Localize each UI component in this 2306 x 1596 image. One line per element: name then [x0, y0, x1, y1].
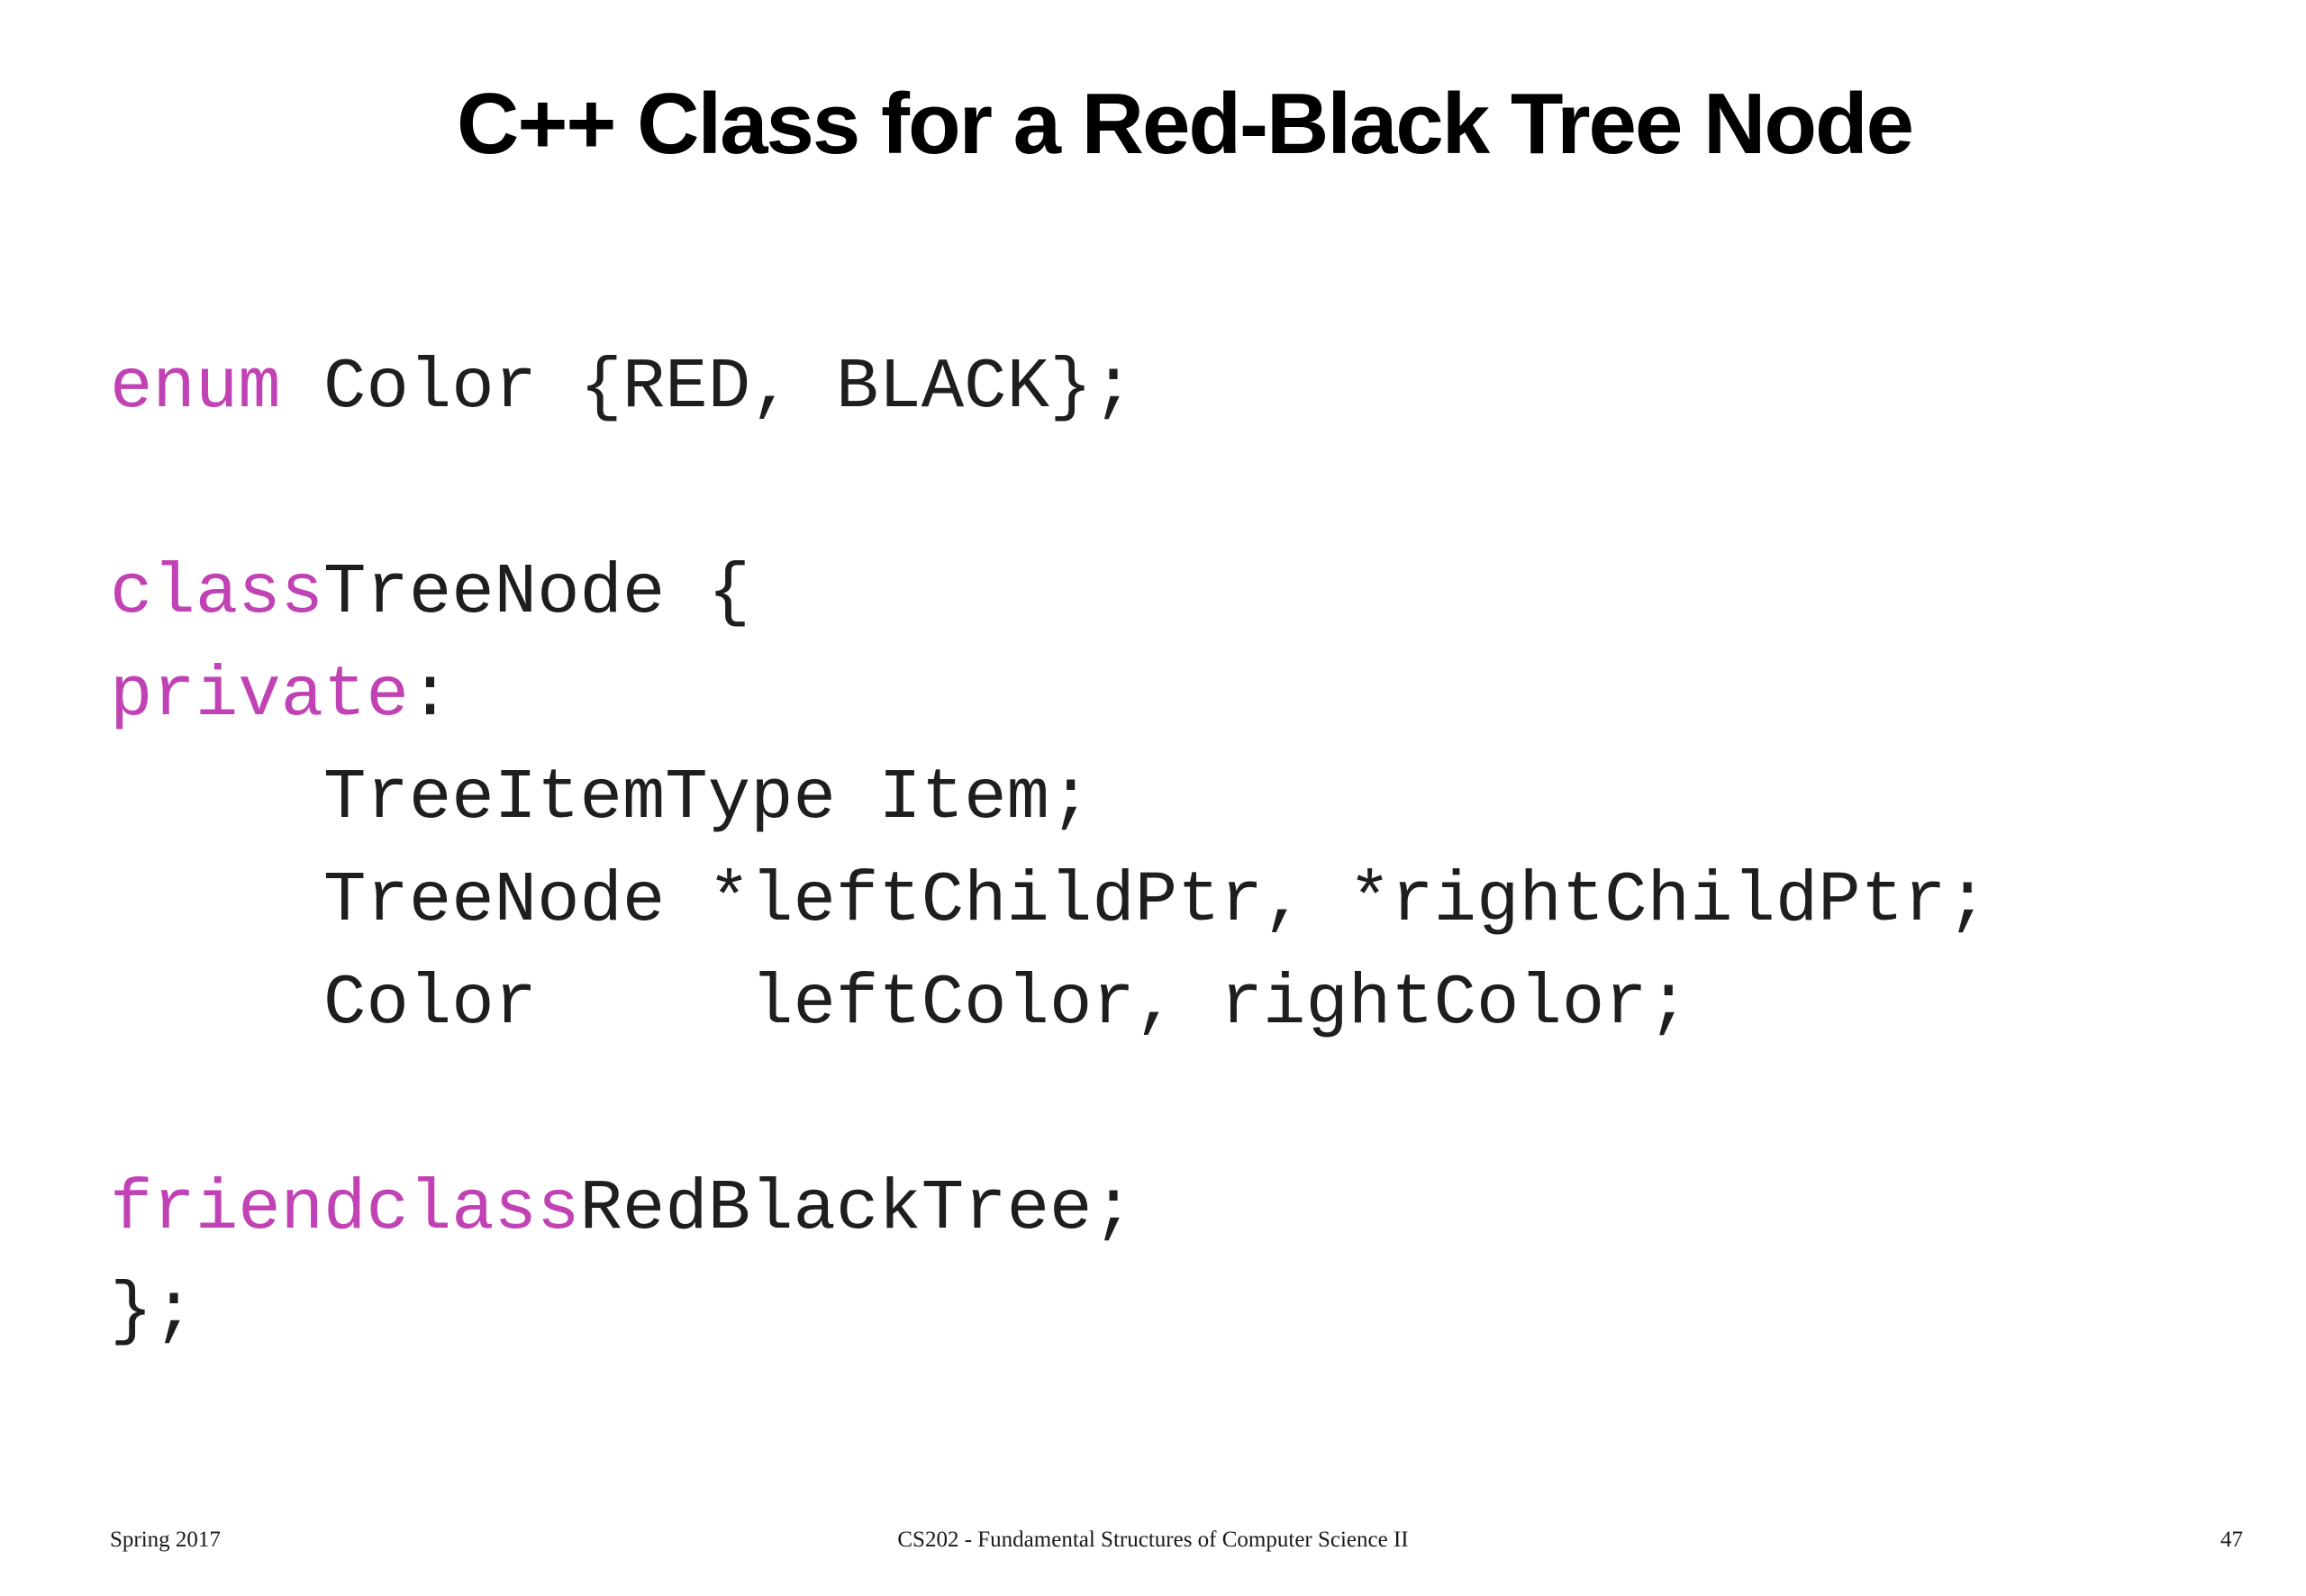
footer-page-number: 47 [2220, 1528, 2243, 1552]
code-text: Color {RED, BLACK}; [280, 347, 1135, 428]
keyword-private: private [110, 655, 409, 736]
code-text: TreeNode *leftChildPtr, *rightChildPtr; [110, 860, 1989, 941]
keyword-friend-class: friendclass [110, 1168, 580, 1249]
code-line-private: private: [110, 652, 451, 739]
code-text: : [408, 655, 452, 736]
code-line-friend: friendclassRedBlackTree; [110, 1165, 1135, 1252]
code-line-member-item: TreeItemType Item; [110, 755, 1092, 841]
footer-date: Spring 2017 [110, 1528, 221, 1552]
code-line-closing: }; [110, 1268, 195, 1355]
slide-title: C++ Class for a Red-Black Tree Node [457, 76, 1914, 172]
code-text: }; [110, 1271, 195, 1352]
code-line-enum: enum Color {RED, BLACK}; [110, 344, 1135, 431]
code-text: Color leftColor, rightColor; [110, 963, 1691, 1044]
keyword-enum: enum [110, 347, 281, 428]
code-text: TreeNode { [323, 552, 751, 633]
keyword-class: class [110, 552, 324, 633]
footer-course: CS202 - Fundamental Structures of Comput… [897, 1528, 1409, 1552]
code-text: RedBlackTree; [579, 1168, 1135, 1249]
code-text: TreeItemType Item; [110, 757, 1093, 839]
code-line-class: classTreeNode { [110, 549, 750, 636]
code-line-member-pointers: TreeNode *leftChildPtr, *rightChildPtr; [110, 857, 1989, 944]
code-line-member-colors: Color leftColor, rightColor; [110, 960, 1690, 1047]
